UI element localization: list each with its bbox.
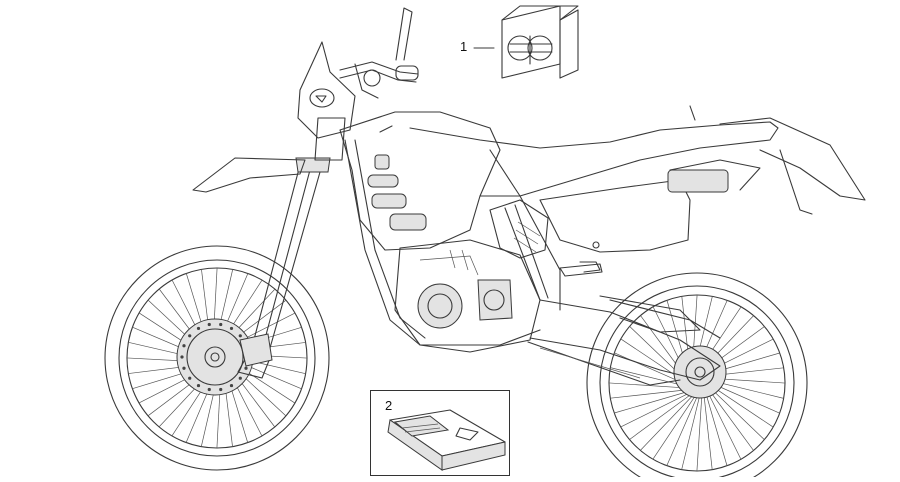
rear-spoke: [629, 394, 691, 440]
part-2-frame: [370, 390, 510, 476]
rear-spoke: [620, 393, 689, 428]
rear-wheel: [586, 272, 808, 482]
front-wheel: [104, 245, 330, 471]
brake-disc-hole: [207, 387, 211, 392]
rear-spoke: [610, 367, 684, 386]
rear-spoke: [709, 387, 765, 440]
brake-disc-hole: [229, 326, 234, 331]
footpeg: [559, 263, 603, 277]
frame: [344, 139, 561, 346]
rear-spoke: [710, 382, 780, 414]
brake-disc-hole: [238, 376, 242, 380]
radiator-shroud: [489, 199, 549, 259]
rear-spoke: [705, 393, 728, 466]
brake-disc-hole: [188, 334, 192, 338]
handlebar: [339, 7, 419, 99]
brake-disc-hole: [219, 322, 223, 327]
rear-fender: [719, 117, 866, 215]
decal-kit-part: [501, 5, 579, 79]
front-fender: [192, 157, 306, 193]
rear-spoke: [681, 396, 700, 470]
rear-spoke: [652, 396, 695, 460]
brake-disc-hole: [196, 383, 201, 388]
rear-spoke: [707, 391, 742, 460]
seat: [409, 105, 779, 197]
front-fork: [237, 117, 346, 379]
rear-spoke: [710, 385, 774, 428]
rear-spoke: [703, 395, 713, 470]
brake-disc-hole: [244, 366, 248, 370]
brake-disc-hole: [238, 334, 242, 338]
owners-manual-part: [387, 409, 506, 471]
rear-spoke: [666, 396, 698, 466]
engine: [394, 239, 601, 353]
chain-guard: [599, 295, 701, 333]
headlight-fairing: [297, 41, 356, 139]
rear-spoke: [614, 352, 684, 384]
rear-spoke: [614, 391, 687, 414]
side-panel: [539, 159, 761, 253]
shock-absorber: [504, 204, 549, 301]
brake-disc-hole: [219, 387, 223, 392]
brake-disc-hole: [182, 366, 186, 370]
fuel-tank: [339, 111, 501, 251]
rear-spoke: [640, 395, 693, 451]
brake-disc-hole: [207, 322, 211, 327]
brake-disc-hole: [229, 383, 234, 388]
brake-disc-hole: [182, 344, 186, 348]
rear-spoke: [608, 382, 684, 389]
rear-spoke: [696, 396, 703, 472]
brake-disc-hole: [188, 376, 192, 380]
brake-disc-hole: [180, 355, 184, 359]
brake-disc-hole: [196, 326, 201, 331]
callout-number-2: 2: [385, 398, 393, 413]
swingarm: [527, 299, 721, 386]
callout-number-1: 1: [460, 39, 468, 54]
rear-spoke: [610, 389, 685, 399]
rear-spoke: [708, 389, 754, 451]
